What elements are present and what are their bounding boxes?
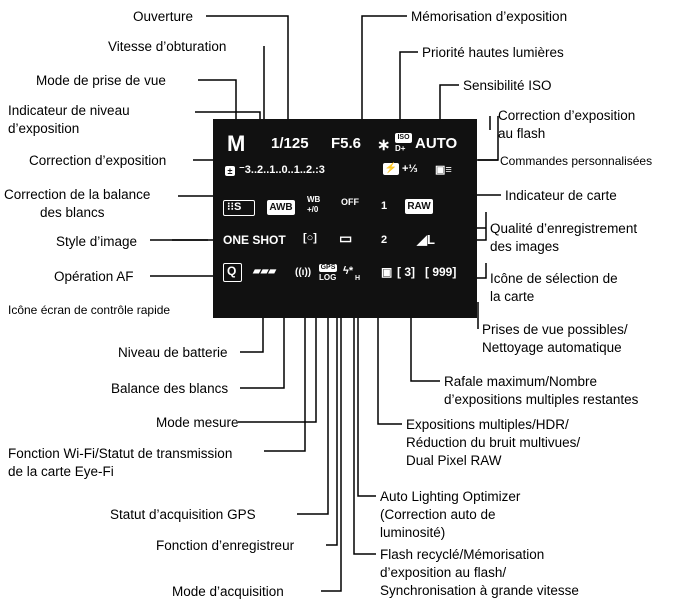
label-icone-selection-2: la carte xyxy=(490,289,535,304)
label-wifi-1: Fonction Wi-Fi/Statut de transmission xyxy=(8,446,233,461)
label-prises-1: Prises de vue possibles/ xyxy=(482,322,628,337)
label-alo-1: Auto Lighting Optimizer xyxy=(380,489,521,504)
label-indicateur-carte: Indicateur de carte xyxy=(505,188,617,203)
quick-control-icon[interactable]: Q xyxy=(227,264,237,278)
label-correction-exposition: Correction d’exposition xyxy=(29,153,167,168)
label-mode-mesure: Mode mesure xyxy=(156,415,239,430)
label-commandes-personnalisees: Commandes personnalisées xyxy=(500,154,653,168)
metering-mode-icon: [○] xyxy=(303,232,317,244)
battery-icon: ▰▰▰ xyxy=(253,266,277,277)
label-correction-balance-2: des blancs xyxy=(40,205,105,220)
label-qualite-2: des images xyxy=(490,239,560,254)
wb-correction-sub: +/0 xyxy=(307,205,319,214)
flash-compensation-icon: ⚡ xyxy=(383,163,399,175)
exposure-level-scale: ⁻3..2..1..0..1..2.:3 xyxy=(239,164,325,176)
label-balance-blancs: Balance des blancs xyxy=(111,381,229,396)
label-indicateur-niveau-2: d’exposition xyxy=(8,121,80,136)
label-expositions-1: Expositions multiples/HDR/ xyxy=(406,417,569,432)
label-mode-prise: Mode de prise de vue xyxy=(36,73,166,88)
af-operation: ONE SHOT xyxy=(223,233,286,247)
label-style-image: Style d’image xyxy=(56,234,138,249)
exposure-compensation-icon: ± xyxy=(225,166,235,176)
shooting-mode: M xyxy=(227,131,246,156)
multiple-exposure-icon: ▭ xyxy=(339,230,353,246)
label-operation-af: Opération AF xyxy=(54,269,134,284)
label-mode-acquisition: Mode d’acquisition xyxy=(172,584,284,599)
wb-correction-icon: WB xyxy=(307,195,321,204)
image-quality-raw: RAW xyxy=(405,199,433,214)
label-alo-2: (Correction auto de xyxy=(380,507,496,522)
shots-remaining: [ 999] xyxy=(425,265,457,279)
camera-lcd-screen: M 1/125 F5.6 ∗ ISO D+ AUTO ± ⁻3..2..1..0… xyxy=(213,119,477,318)
label-icone-selection-1: Icône de sélection de xyxy=(490,271,618,286)
label-vitesse: Vitesse d’obturation xyxy=(108,39,227,54)
highlight-priority-icon: D+ xyxy=(395,144,406,153)
alo-icon: OFF xyxy=(341,197,359,207)
label-expositions-2: Réduction du bruit multivues/ xyxy=(406,435,581,450)
card2-indicator: 2 xyxy=(381,234,388,246)
label-wifi-2: de la carte Eye-Fi xyxy=(8,464,114,479)
shutter-speed: 1/125 xyxy=(271,135,309,152)
label-icone-ecran: Icône écran de contrôle rapide xyxy=(8,303,171,317)
label-correction-flash-2: au flash xyxy=(498,126,546,141)
label-correction-balance-1: Correction de la balance xyxy=(4,187,151,202)
label-enregistreur: Fonction d’enregistreur xyxy=(156,538,295,553)
label-memorisation-exposition: Mémorisation d’exposition xyxy=(411,9,568,24)
gps-icon: GPS xyxy=(319,264,337,272)
logger-icon: LOG xyxy=(319,273,337,282)
aperture: F5.6 xyxy=(331,135,362,152)
label-priorite-hautes: Priorité hautes lumières xyxy=(422,45,564,60)
custom-controls-icon: ▣≡ xyxy=(435,164,452,176)
white-balance-icon: AWB xyxy=(267,200,295,215)
label-prises-2: Nettoyage automatique xyxy=(482,340,622,355)
label-expositions-3: Dual Pixel RAW xyxy=(406,453,502,468)
label-rafale-2: d’expositions multiples restantes xyxy=(444,392,639,407)
flash-compensation-value: +⅓ xyxy=(402,163,418,175)
label-sensibilite-iso: Sensibilité ISO xyxy=(463,78,552,93)
drive-mode-icon: ▣ xyxy=(381,265,393,279)
label-flash-2: d’exposition au flash/ xyxy=(380,565,507,580)
label-qualite-1: Qualité d’enregistrement xyxy=(490,221,638,236)
label-correction-flash-1: Correction d’exposition xyxy=(498,108,636,123)
label-rafale-1: Rafale maximum/Nombre xyxy=(444,374,598,389)
flash-ready-icon: ϟ* xyxy=(343,265,354,277)
image-quality-jpeg: ◢L xyxy=(417,232,435,247)
label-ouverture: Ouverture xyxy=(133,9,194,24)
flash-hss-icon: H xyxy=(355,275,361,282)
card1-indicator: 1 xyxy=(381,200,388,212)
label-niveau-batterie: Niveau de batterie xyxy=(118,345,228,360)
label-alo-3: luminosité) xyxy=(380,525,446,540)
ae-lock-icon: ∗ xyxy=(377,137,391,154)
max-burst: [ 3] xyxy=(397,265,415,279)
picture-style-icon: ⁝⁝S xyxy=(227,201,242,213)
label-gps: Statut d’acquisition GPS xyxy=(110,507,256,522)
iso-value: AUTO xyxy=(415,135,458,152)
label-indicateur-niveau-1: Indicateur de niveau xyxy=(8,103,130,118)
iso-tag: ISO xyxy=(395,133,412,143)
wifi-icon: ((ı)) xyxy=(295,267,312,278)
label-flash-1: Flash recyclé/Mémorisation xyxy=(380,547,545,562)
label-flash-3: Synchronisation à grande vitesse xyxy=(380,583,579,598)
